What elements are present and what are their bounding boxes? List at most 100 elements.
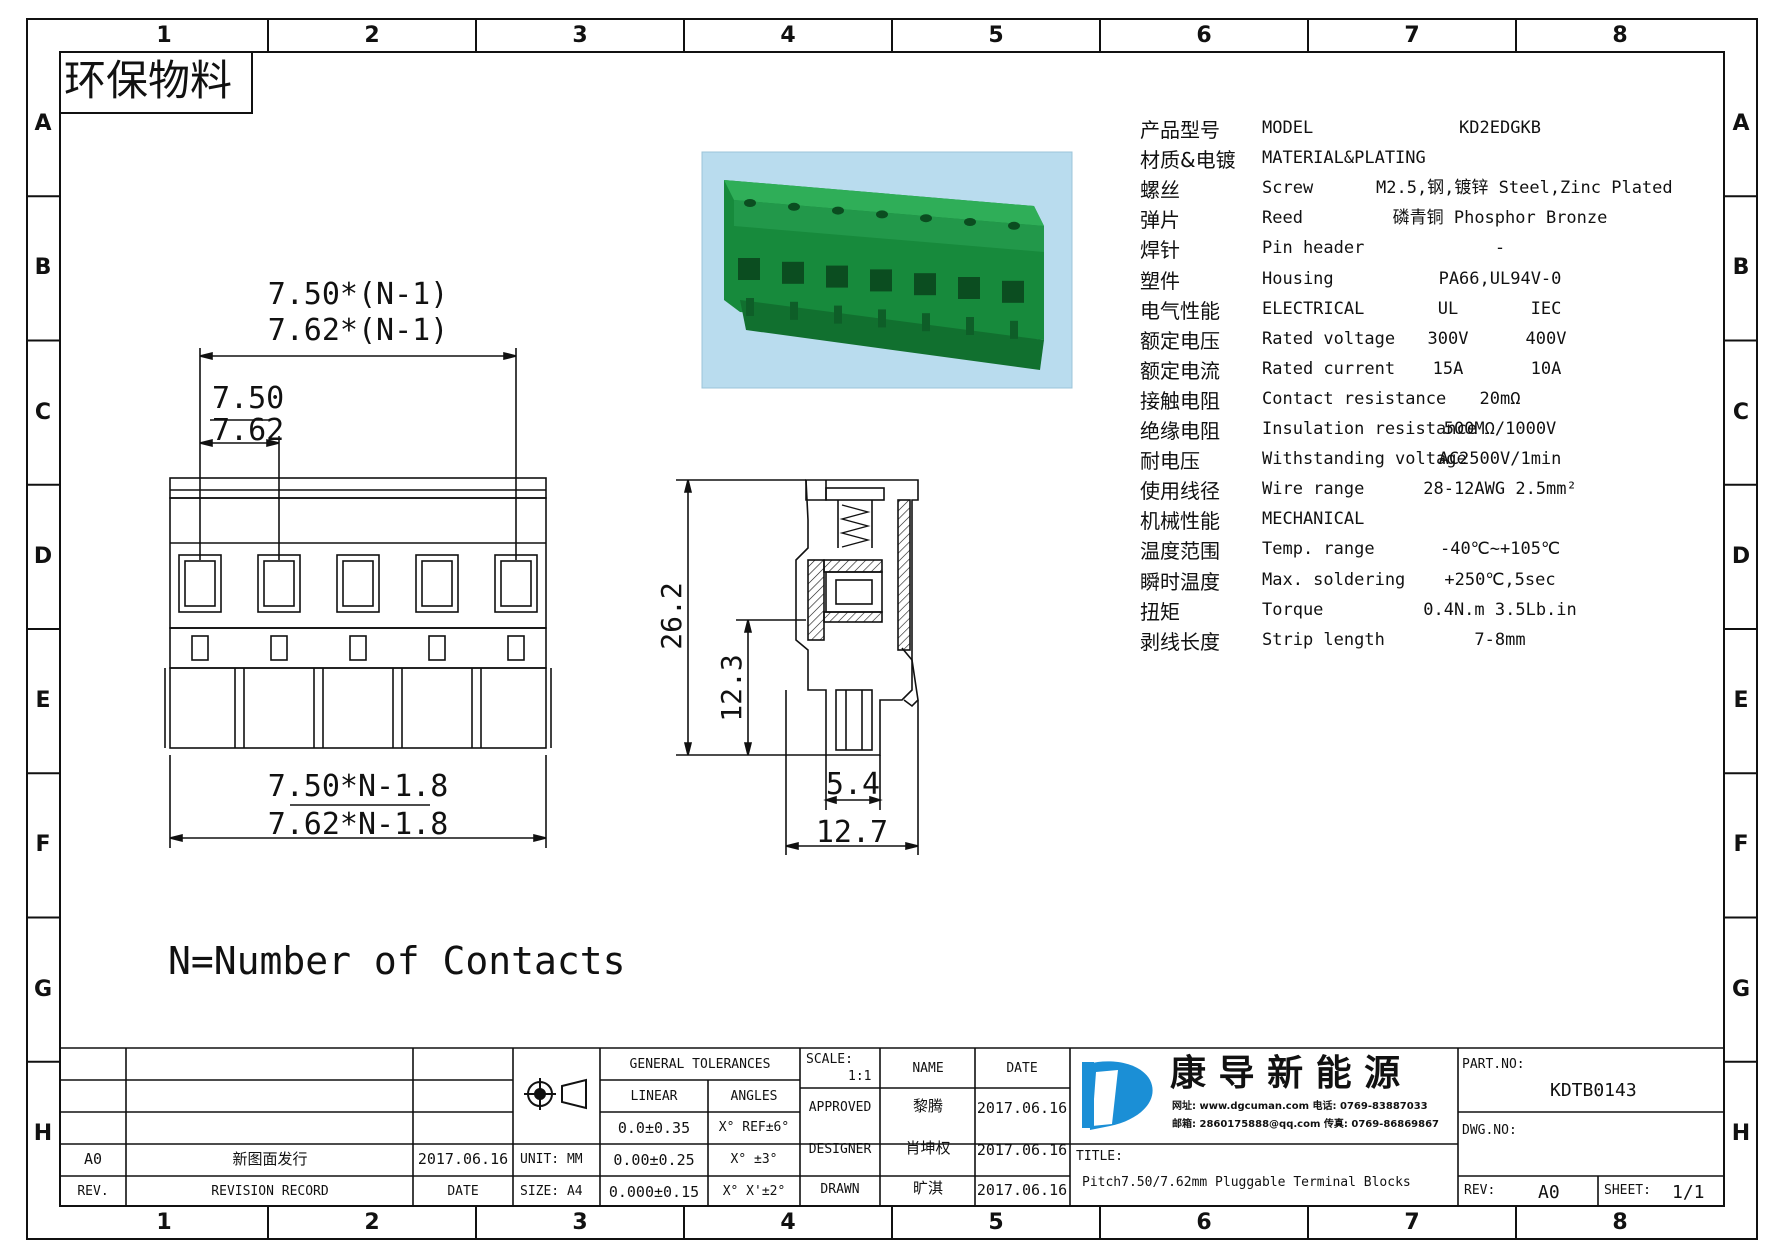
col-top-8: 8 bbox=[1612, 23, 1628, 48]
spec-v1-6: UL bbox=[1437, 298, 1459, 319]
title-label: TITLE: bbox=[1076, 1149, 1123, 1164]
spec-zh-15: 瞬时温度 bbox=[1140, 569, 1220, 594]
company-contact-2: 邮箱: 2860175888@qq.com 传真: 0769-86869867 bbox=[1172, 1119, 1440, 1130]
rev-row-record: 新图面发行 bbox=[232, 1150, 308, 1168]
spec-v2-7: 400V bbox=[1525, 328, 1567, 349]
spec-en-8: Rated current bbox=[1262, 358, 1396, 379]
row-right-g: G bbox=[1731, 976, 1751, 1002]
dwg-no-label: DWG.NO: bbox=[1462, 1123, 1517, 1138]
spec-zh-14: 温度范围 bbox=[1140, 539, 1220, 564]
drawn-role: DRAWN bbox=[820, 1182, 860, 1197]
spec-zh-4: 焊针 bbox=[1140, 238, 1180, 263]
row-left-f: F bbox=[35, 832, 51, 858]
spec-v1-11: AC2500V/1min bbox=[1438, 449, 1562, 470]
spec-en-16: Torque bbox=[1262, 599, 1324, 620]
spec-zh-10: 绝缘电阻 bbox=[1140, 419, 1220, 443]
row-right-d: D bbox=[1731, 543, 1751, 569]
spec-en-1: MATERIAL&PLATING bbox=[1262, 148, 1426, 169]
spec-en-0: MODEL bbox=[1262, 118, 1314, 138]
col-bottom-4: 4 bbox=[780, 1210, 796, 1235]
eco-material-stamp: 环保物料 bbox=[64, 56, 233, 105]
company-logo-icon bbox=[1082, 1061, 1153, 1130]
spec-zh-8: 额定电流 bbox=[1140, 358, 1220, 383]
spec-en-4: Pin header bbox=[1262, 238, 1365, 259]
tol-angle-1: X° REF±6° bbox=[718, 1120, 790, 1135]
drawing-frame bbox=[26, 18, 1758, 1240]
dim-top-span-b: 7.62*(N-1) bbox=[267, 313, 449, 348]
spec-zh-1: 材质&电镀 bbox=[1140, 148, 1236, 173]
spec-en-13: MECHANICAL bbox=[1262, 509, 1365, 530]
title-value: Pitch7.50/7.62mm Pluggable Terminal Bloc… bbox=[1082, 1175, 1411, 1190]
rev-value: A0 bbox=[1538, 1182, 1560, 1203]
product-photo bbox=[701, 151, 1073, 389]
rev-header-date: DATE bbox=[447, 1184, 479, 1199]
dim-height-pin: 12.3 bbox=[715, 654, 748, 722]
company-contact-1: 网址: www.dgcuman.com 电话: 0769-83887033 bbox=[1172, 1101, 1428, 1112]
row-left-c: C bbox=[34, 399, 52, 425]
rev-header-record: REVISION RECORD bbox=[211, 1184, 329, 1199]
row-right-e: E bbox=[1733, 688, 1749, 714]
sheet-value: 1/1 bbox=[1672, 1182, 1705, 1203]
tol-angles-header: ANGLES bbox=[730, 1089, 778, 1104]
spec-en-11: Withstanding voltage bbox=[1262, 449, 1467, 470]
col-bottom-6: 6 bbox=[1196, 1210, 1212, 1235]
company-name: 康 导 新 能 源 bbox=[1170, 1053, 1401, 1094]
col-bottom-7: 7 bbox=[1404, 1210, 1420, 1235]
drawn-date: 2017.06.16 bbox=[976, 1181, 1068, 1199]
designer-date: 2017.06.16 bbox=[976, 1141, 1068, 1159]
row-left-h: H bbox=[33, 1120, 53, 1146]
col-top-6: 6 bbox=[1196, 23, 1212, 48]
spec-v2-8: 10A bbox=[1530, 358, 1562, 379]
spec-en-15: Max. soldering bbox=[1262, 569, 1406, 590]
spec-zh-17: 剥线长度 bbox=[1140, 629, 1220, 654]
dim-pitch-a: 7.50 bbox=[212, 381, 285, 416]
spec-v1-8: 15A bbox=[1432, 358, 1464, 379]
col-bottom-3: 3 bbox=[572, 1210, 588, 1235]
spec-v1-3: 磷青铜 Phosphor Bronze bbox=[1392, 208, 1608, 229]
col-top-5: 5 bbox=[988, 23, 1004, 48]
dim-pitch-b: 7.62 bbox=[212, 413, 285, 448]
projection-symbol-icon bbox=[524, 1078, 587, 1110]
dim-height-total: 26.2 bbox=[655, 582, 688, 650]
spec-en-3: Reed bbox=[1262, 208, 1303, 229]
dim-bottom-b: 7.62*N-1.8 bbox=[267, 807, 449, 842]
spec-v1-14: -40℃~+105℃ bbox=[1439, 539, 1561, 560]
scale-value: 1:1 bbox=[848, 1069, 872, 1084]
col-bottom-1: 1 bbox=[156, 1210, 172, 1235]
spec-v1-12: 28-12AWG 2.5mm² bbox=[1423, 479, 1577, 500]
part-no-value: KDTB0143 bbox=[1550, 1080, 1637, 1101]
spec-en-17: Strip length bbox=[1262, 629, 1385, 650]
row-right-h: H bbox=[1731, 1120, 1751, 1146]
spec-en-7: Rated voltage bbox=[1262, 328, 1396, 349]
spec-v1-5: PA66,UL94V-0 bbox=[1438, 268, 1562, 289]
tol-linear-3: 0.000±0.15 bbox=[608, 1183, 700, 1201]
spec-zh-12: 使用线径 bbox=[1140, 479, 1220, 504]
row-right-a: A bbox=[1732, 111, 1750, 137]
spec-v1-17: 7-8mm bbox=[1474, 629, 1526, 650]
rev-header-rev: REV. bbox=[77, 1184, 109, 1199]
tol-linear-1: 0.0±0.35 bbox=[617, 1119, 691, 1137]
col-top-3: 3 bbox=[572, 23, 588, 48]
row-left-d: D bbox=[33, 543, 53, 569]
spec-zh-3: 弹片 bbox=[1140, 208, 1180, 233]
col-top-1: 1 bbox=[156, 23, 172, 48]
col-bottom-5: 5 bbox=[988, 1210, 1004, 1235]
unit-label: UNIT: MM bbox=[520, 1152, 583, 1167]
spec-en-2: Screw bbox=[1262, 178, 1314, 199]
approved-role: APPROVED bbox=[808, 1100, 872, 1115]
rev-row-date: 2017.06.16 bbox=[417, 1150, 509, 1168]
spec-v1-16: 0.4N.m 3.5Lb.in bbox=[1423, 599, 1577, 620]
spec-v1-7: 300V bbox=[1427, 328, 1469, 349]
row-left-a: A bbox=[34, 111, 52, 137]
spec-v1-0: KD2EDGKB bbox=[1459, 118, 1541, 138]
name-header: NAME bbox=[912, 1061, 944, 1076]
spec-en-5: Housing bbox=[1262, 268, 1334, 289]
approved-name: 黎腾 bbox=[912, 1097, 944, 1115]
rev-label: REV: bbox=[1464, 1183, 1496, 1198]
title-block bbox=[60, 1047, 1724, 1206]
col-top-2: 2 bbox=[364, 23, 380, 48]
spec-en-10: Insulation resistance bbox=[1262, 419, 1477, 439]
designer-role: DESIGNER bbox=[808, 1142, 872, 1157]
sheet-label: SHEET: bbox=[1604, 1183, 1651, 1198]
spec-v1-9: 20mΩ bbox=[1479, 388, 1521, 409]
